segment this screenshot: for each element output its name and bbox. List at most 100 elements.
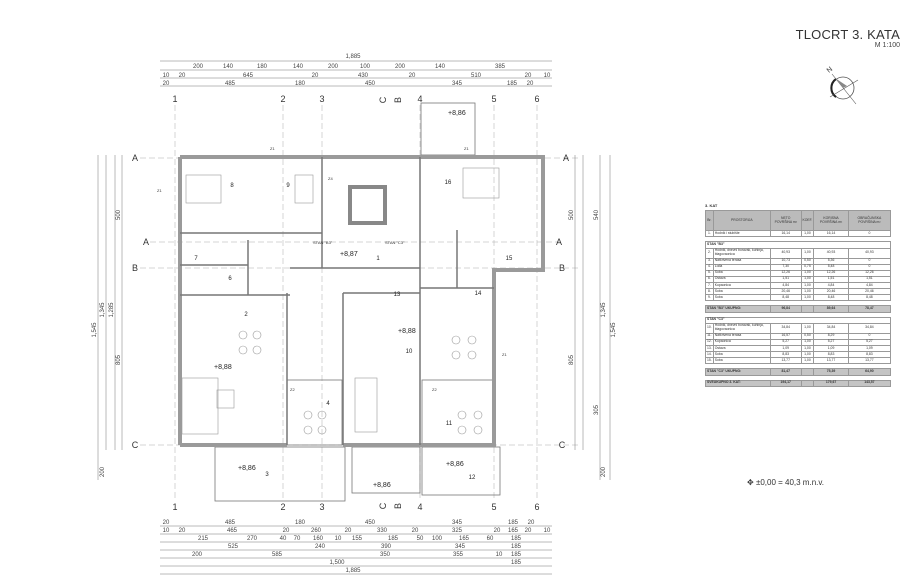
dim-label: 430 xyxy=(358,73,369,79)
dim-label: 485 xyxy=(225,81,236,87)
table-cell: 1,00 xyxy=(800,247,815,259)
dim-label: 385 xyxy=(495,64,506,70)
dim-label: 155 xyxy=(352,536,363,542)
dim-label: 540 xyxy=(594,209,600,220)
axis-label: B xyxy=(559,263,565,273)
dim-label: 185 xyxy=(511,560,522,566)
dim-label: 185 xyxy=(508,520,519,526)
dim-label: 200 xyxy=(100,466,106,477)
dim-label: 180 xyxy=(295,81,306,87)
dim-label: 805 xyxy=(569,354,575,365)
axis-label: A xyxy=(132,153,138,163)
dim-label: 500 xyxy=(569,209,575,220)
axis-label: 5 xyxy=(491,94,496,104)
dim-label: 355 xyxy=(453,552,464,558)
table-cell: 81,47 xyxy=(769,368,802,376)
stair-core xyxy=(348,185,387,225)
dim-label: 20 xyxy=(312,73,319,79)
dim-label: 305 xyxy=(594,404,600,415)
axis-label: 4 xyxy=(417,502,422,512)
table-cell: 143,57 xyxy=(847,379,892,387)
apartment-label: STAN "B3" xyxy=(313,240,333,245)
table-cell: Hodnik i stubište xyxy=(712,230,771,238)
dim-label: 805 xyxy=(116,354,122,365)
dim-label: 200 xyxy=(193,64,204,70)
dim-label: 390 xyxy=(381,544,392,550)
dim-label: 345 xyxy=(452,81,463,87)
apartment-label: STAN "C3" xyxy=(385,240,405,245)
column-header: Br. xyxy=(705,209,714,232)
table-cell: 40,93 xyxy=(769,247,802,259)
table-cell: STAN "C3" UKUPNO: xyxy=(705,368,771,376)
dim-label: 1,545 xyxy=(92,322,98,338)
level-marker-icon: ✥ xyxy=(747,478,754,487)
dim-label: 240 xyxy=(315,544,326,550)
level-label: +8,88 xyxy=(214,364,232,371)
axis-label: A xyxy=(563,153,569,163)
dim-label: 270 xyxy=(247,536,258,542)
dim-label: 165 xyxy=(508,528,519,534)
dim-label: 1,545 xyxy=(611,322,617,338)
dim-label: 40 xyxy=(280,536,287,542)
dim-label: 140 xyxy=(293,64,304,70)
table-cell: 10. xyxy=(705,322,714,334)
dim-label: 20 xyxy=(163,520,170,526)
table-cell: 13,77 xyxy=(813,357,849,365)
level-label: +8,86 xyxy=(446,461,464,468)
table-cell: 96,84 xyxy=(769,305,802,313)
dim-label: 10 xyxy=(335,536,342,542)
dim-label: 20 xyxy=(283,528,290,534)
level-label: +8,88 xyxy=(398,328,416,335)
dim-label: 185 xyxy=(511,544,522,550)
window-mark: Z1 xyxy=(157,188,162,193)
north-arrow-icon: N xyxy=(826,66,859,105)
table-cell: 13,77 xyxy=(769,357,802,365)
dim-label: 185 xyxy=(511,536,522,542)
dim-label: 100 xyxy=(432,536,443,542)
window-mark: Z2 xyxy=(290,387,295,392)
table-cell: 194,17 xyxy=(769,379,802,387)
table-cell: 179,67 xyxy=(813,379,849,387)
table-cell: 78,47 xyxy=(847,305,892,313)
interior-walls xyxy=(180,157,494,445)
dim-label: 100 xyxy=(360,64,371,70)
column-header: OBRAČUNSKA POVRŠINA m² xyxy=(847,209,892,232)
axis-label: 5 xyxy=(491,502,496,512)
level-label: +8,87 xyxy=(340,251,358,258)
dim-label: 165 xyxy=(459,536,470,542)
drawing-title-block: TLOCRT 3. KATA M 1:100 xyxy=(796,27,900,49)
table-cell: Soba xyxy=(712,357,771,365)
dim-label: 180 xyxy=(295,520,306,526)
dim-label: 20 xyxy=(412,528,419,534)
table-caption: 3. KAT xyxy=(705,203,718,208)
table-cell: 1,00 xyxy=(800,322,815,334)
axis-label: B xyxy=(132,263,138,273)
window-mark: Z4 xyxy=(328,176,333,181)
dim-label: 1,885 xyxy=(345,568,361,574)
table-cell: Hodnik, dnevni boravak, kuhinja, blagova… xyxy=(712,247,771,259)
dim-label: 510 xyxy=(471,73,482,79)
table-cell: Soba xyxy=(712,294,771,302)
dim-label: 180 xyxy=(257,64,268,70)
dim-label: 10 xyxy=(163,528,170,534)
dim-label: 465 xyxy=(227,528,238,534)
dim-label: 20 xyxy=(494,528,501,534)
grid-lines xyxy=(140,105,580,500)
axis-label: B xyxy=(393,503,403,509)
balconies xyxy=(214,102,501,502)
dim-label: 345 xyxy=(455,544,466,550)
section-row: STAN "B3" xyxy=(705,241,891,249)
dim-label: 200 xyxy=(192,552,203,558)
table-row: 2.Hodnik, dnevni boravak, kuhinja, blago… xyxy=(705,247,892,259)
window-mark: Z1 xyxy=(464,146,469,151)
room-number: 6 xyxy=(228,276,232,282)
column-header: PROSTORIJA xyxy=(712,209,771,232)
dim-label: 525 xyxy=(228,544,239,550)
table-cell: 16,14 xyxy=(769,230,802,238)
table-cell xyxy=(800,379,815,387)
